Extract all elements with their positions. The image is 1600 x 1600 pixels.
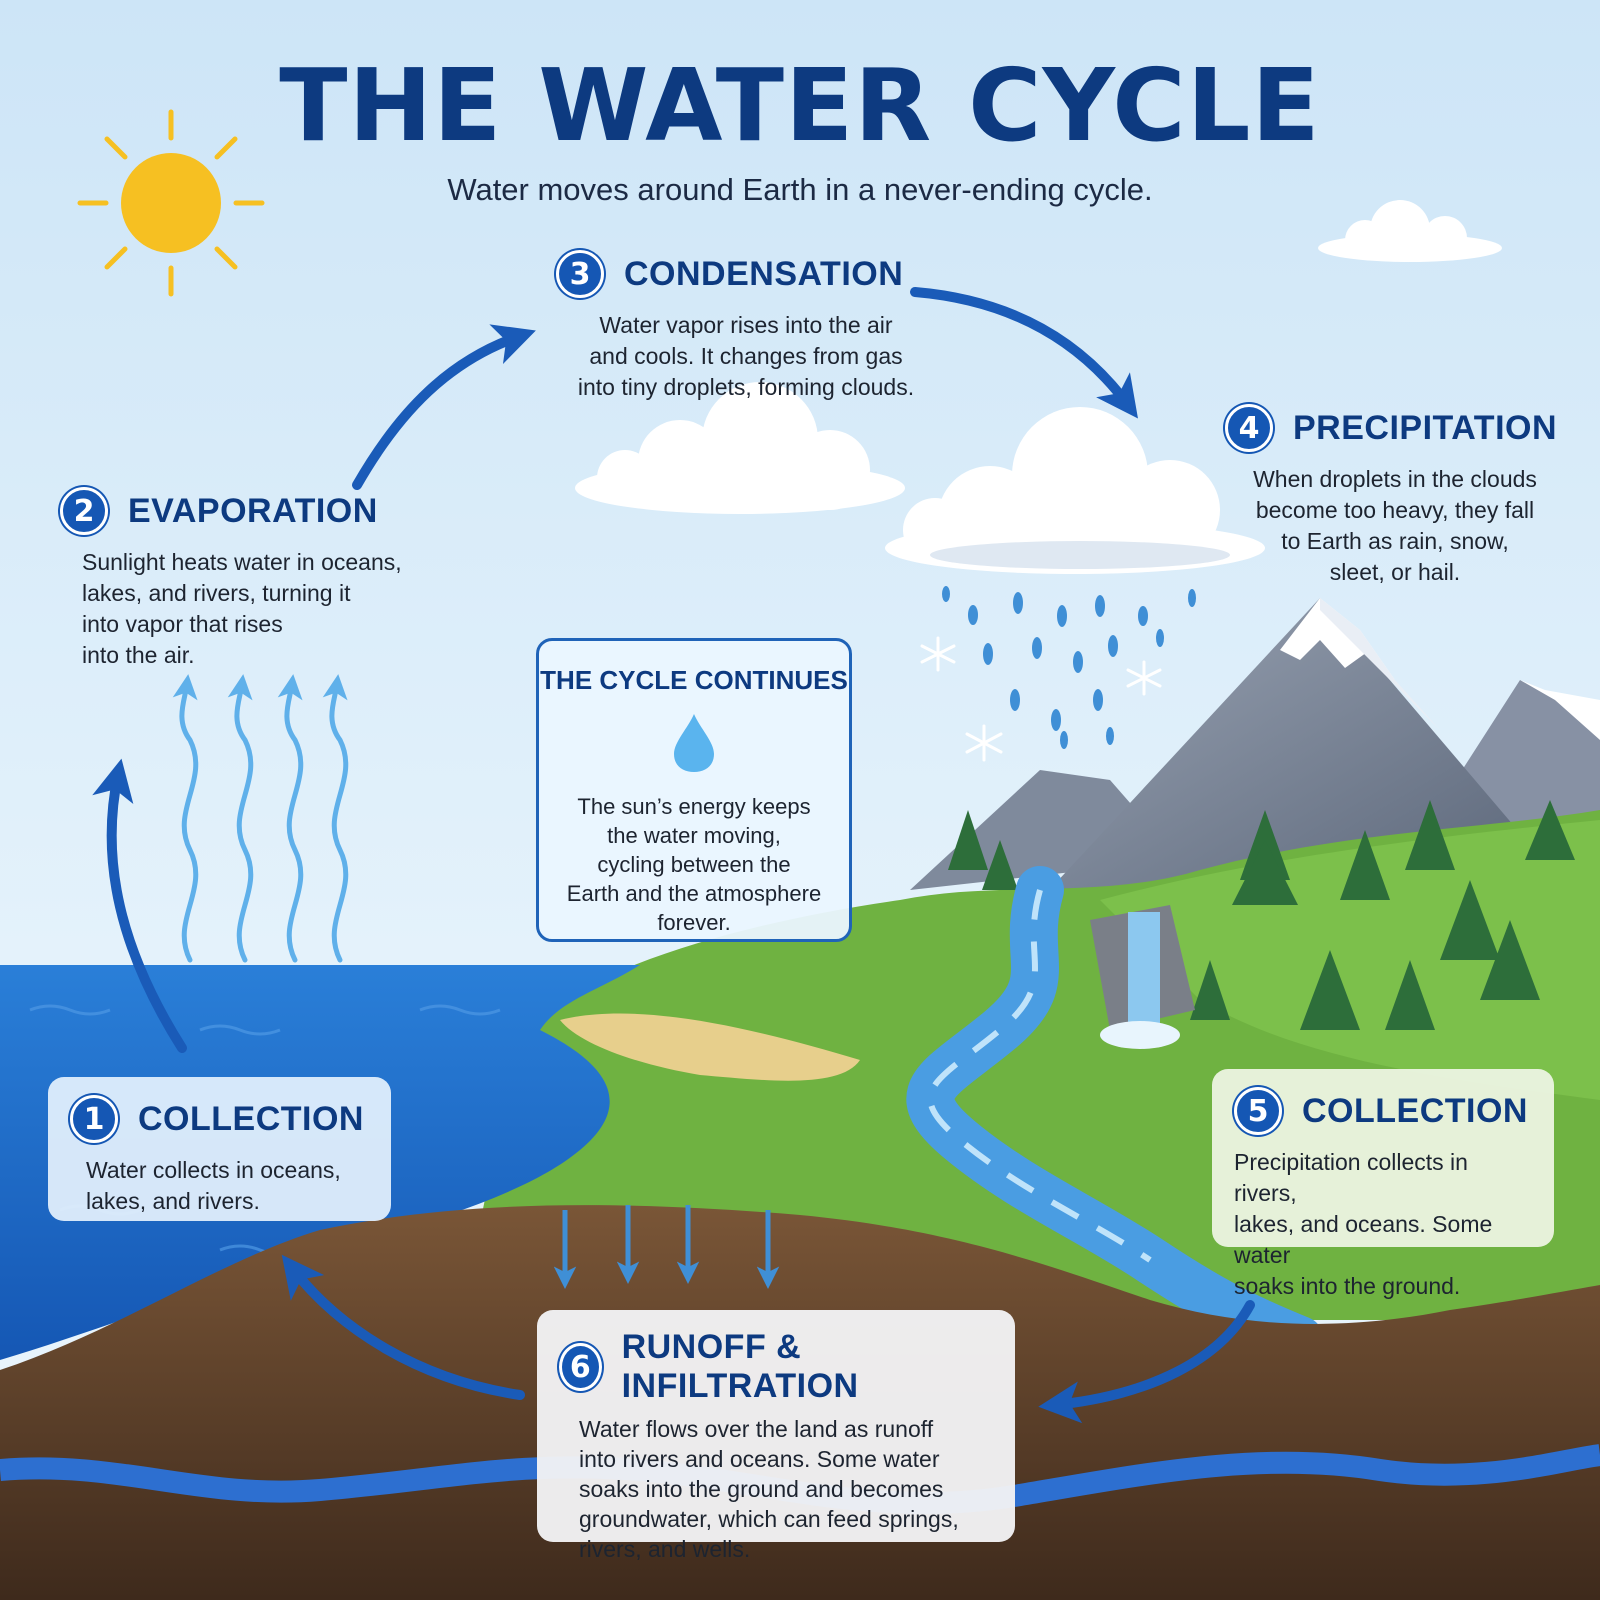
trees [948, 800, 1575, 1030]
step-title: EVAPORATION [128, 491, 378, 530]
step-condensation: 3 CONDENSATION Water vapor rises into th… [556, 250, 976, 403]
step-runoff-infiltration: 6 RUNOFF & INFILTRATION Water flows over… [537, 1310, 1015, 1562]
cycle-continues-box: THE CYCLE CONTINUES The sun’s energy kee… [536, 638, 852, 942]
cycle-box-title: THE CYCLE CONTINUES [540, 665, 848, 695]
sun-icon [77, 109, 265, 297]
rain-drops [942, 586, 1196, 749]
step-description: Water flows over the land as runoff into… [579, 1416, 959, 1562]
step-collection-ocean: 1 COLLECTION Water collects in oceans, l… [48, 1077, 391, 1221]
page-title: THE WATER CYCLE [279, 47, 1321, 164]
step-title: COLLECTION [138, 1099, 364, 1138]
step-description: Precipitation collects in rivers, lakes,… [1234, 1149, 1493, 1299]
cloud-icon [1318, 200, 1502, 262]
page-subtitle: Water moves around Earth in a never-endi… [447, 172, 1153, 207]
waterfall [1090, 905, 1195, 1049]
step-number-badge: 1 [70, 1095, 118, 1143]
infiltration-arrows [553, 1205, 780, 1289]
step-evaporation: 2 EVAPORATION Sunlight heats water in oc… [60, 487, 440, 671]
step-number-badge: 6 [559, 1343, 602, 1391]
step-title: COLLECTION [1302, 1091, 1528, 1130]
water-drop-icon [674, 714, 714, 772]
step-number-badge: 2 [60, 487, 108, 535]
step-precipitation: 4 PRECIPITATION When droplets in the clo… [1225, 404, 1565, 588]
cloud-icon [575, 382, 905, 514]
cycle-arrows [92, 287, 1255, 1424]
step-description: Sunlight heats water in oceans, lakes, a… [82, 549, 402, 668]
step-description: Water vapor rises into the air and cools… [577, 312, 915, 400]
step-title: PRECIPITATION [1293, 408, 1558, 447]
step-number-badge: 3 [556, 250, 604, 298]
step-number-badge: 5 [1234, 1087, 1282, 1135]
river-ripples [927, 889, 1152, 1263]
step-description: When droplets in the clouds become too h… [1253, 466, 1537, 585]
step-title: RUNOFF & INFILTRATION [621, 1328, 859, 1405]
evaporation-vapor-arrows [172, 674, 349, 963]
step-collection-land: 5 COLLECTION Precipitation collects in r… [1212, 1069, 1554, 1299]
rain-cloud-icon [885, 407, 1265, 574]
step-number-badge: 4 [1225, 404, 1273, 452]
cycle-box-text: The sun’s energy keeps the water moving,… [566, 794, 822, 935]
step-description: Water collects in oceans, lakes, and riv… [86, 1157, 341, 1214]
step-title: CONDENSATION [624, 254, 904, 293]
snowflake-icon [920, 636, 1162, 762]
